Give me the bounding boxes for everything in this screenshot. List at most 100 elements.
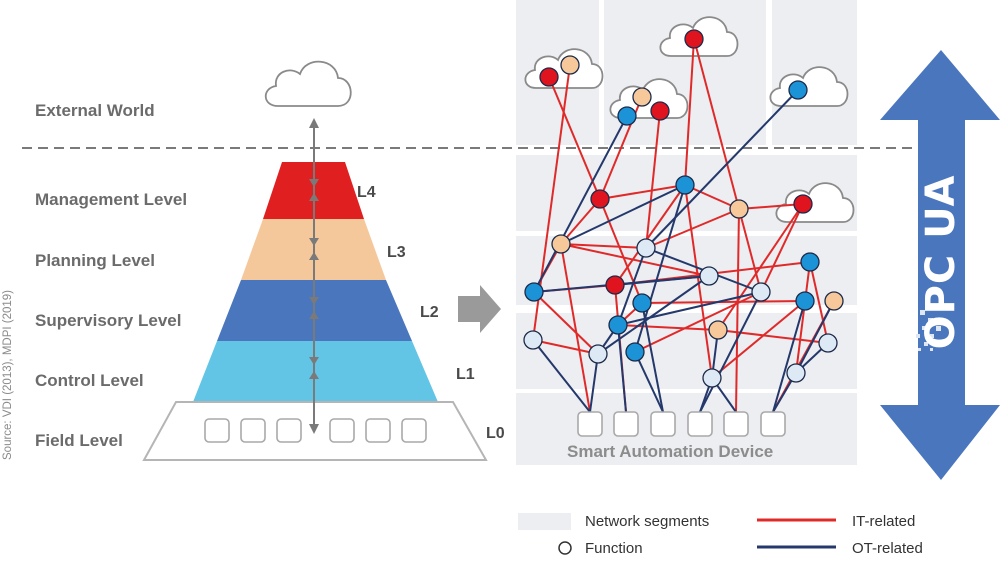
legend-function: Function — [585, 540, 643, 557]
it-link — [738, 203, 804, 210]
ot-link — [772, 300, 806, 413]
network-links — [532, 38, 835, 413]
function-node — [617, 106, 637, 126]
it-link — [548, 76, 601, 200]
ot-link — [634, 184, 686, 353]
function-node — [632, 293, 652, 313]
it-link — [617, 324, 719, 331]
device-box — [650, 411, 676, 437]
function-node — [539, 67, 559, 87]
legend-it-related: IT-related — [852, 513, 916, 530]
level-link-arrow — [309, 118, 319, 434]
it-link — [717, 329, 829, 344]
ot-link — [617, 247, 647, 326]
function-node — [702, 368, 722, 388]
it-link — [717, 203, 804, 331]
level-label-supervisory: Supervisory Level — [35, 311, 182, 330]
function-node — [751, 282, 771, 302]
level-label-control: Control Level — [35, 371, 144, 390]
cloud-icon — [769, 66, 849, 107]
smart-device-boxes — [577, 411, 786, 437]
function-node — [800, 252, 820, 272]
legend-segment-swatch — [518, 513, 571, 530]
it-link — [614, 184, 686, 286]
function-node — [684, 29, 704, 49]
legend-function-swatch — [558, 541, 572, 555]
it-link — [560, 198, 601, 245]
ot-link — [533, 115, 628, 293]
opc-ua-arrow — [880, 50, 1000, 480]
ot-link — [645, 89, 799, 249]
function-node — [786, 363, 806, 383]
function-node — [632, 87, 652, 107]
function-node — [824, 291, 844, 311]
level-tag-l2: L2 — [420, 304, 439, 321]
ot-link — [641, 302, 664, 413]
it-link — [634, 291, 762, 353]
function-node — [708, 320, 728, 340]
it-link — [645, 110, 661, 249]
it-link — [711, 300, 806, 379]
function-node — [551, 234, 571, 254]
legend-network-segments: Network segments — [585, 513, 710, 530]
it-link — [532, 339, 599, 355]
function-node — [605, 275, 625, 295]
it-link — [735, 208, 740, 413]
it-link — [560, 243, 591, 413]
function-node — [795, 291, 815, 311]
function-nodes — [523, 29, 844, 388]
opc-ua-label: OPC UA — [918, 174, 964, 350]
it-link — [684, 184, 713, 379]
level-tag-l3: L3 — [387, 244, 406, 261]
it-link — [795, 261, 811, 374]
it-link — [599, 198, 643, 304]
function-node — [523, 330, 543, 350]
pyramid-l1 — [193, 341, 438, 402]
function-node — [588, 344, 608, 364]
it-link — [599, 184, 686, 200]
it-link — [560, 243, 647, 249]
smart-device-label: Smart Automation Device — [567, 442, 774, 461]
it-link — [760, 203, 804, 293]
ot-link — [617, 324, 627, 413]
ot-link — [560, 184, 686, 245]
ot-link — [532, 339, 591, 413]
level-label-field: Field Level — [35, 431, 123, 450]
function-node — [729, 199, 749, 219]
legend-ot-related: OT-related — [852, 540, 923, 557]
level-label-external: External World — [35, 101, 155, 120]
ot-link — [597, 275, 710, 355]
source-caption: Source: VDI (2013), MDPI (2019) — [2, 289, 14, 460]
level-label-planning: Planning Level — [35, 251, 155, 270]
opc-ua-logo-mark — [916, 310, 942, 351]
it-link — [809, 261, 829, 344]
function-node — [608, 315, 628, 335]
ot-link — [795, 300, 835, 374]
device-box — [687, 411, 713, 437]
function-node — [524, 282, 544, 302]
device-box — [577, 411, 603, 437]
ot-link — [617, 291, 762, 326]
function-node — [650, 101, 670, 121]
it-link — [645, 208, 740, 249]
it-link — [533, 291, 599, 355]
function-node — [793, 194, 813, 214]
it-link — [684, 184, 740, 210]
cloud-icon — [775, 182, 855, 223]
field-device-boxes — [204, 418, 427, 443]
function-node — [625, 342, 645, 362]
external-cloud-icon — [264, 60, 352, 107]
function-node — [788, 80, 808, 100]
device-box — [723, 411, 749, 437]
function-node — [590, 189, 610, 209]
function-node — [636, 238, 656, 258]
function-node — [818, 333, 838, 353]
level-label-management: Management Level — [35, 190, 188, 209]
level-tag-l4: L4 — [357, 184, 376, 201]
it-link — [560, 243, 710, 277]
ot-link — [614, 275, 710, 286]
function-node — [675, 175, 695, 195]
it-link — [684, 38, 695, 186]
it-link — [738, 208, 762, 293]
it-link — [693, 38, 740, 210]
